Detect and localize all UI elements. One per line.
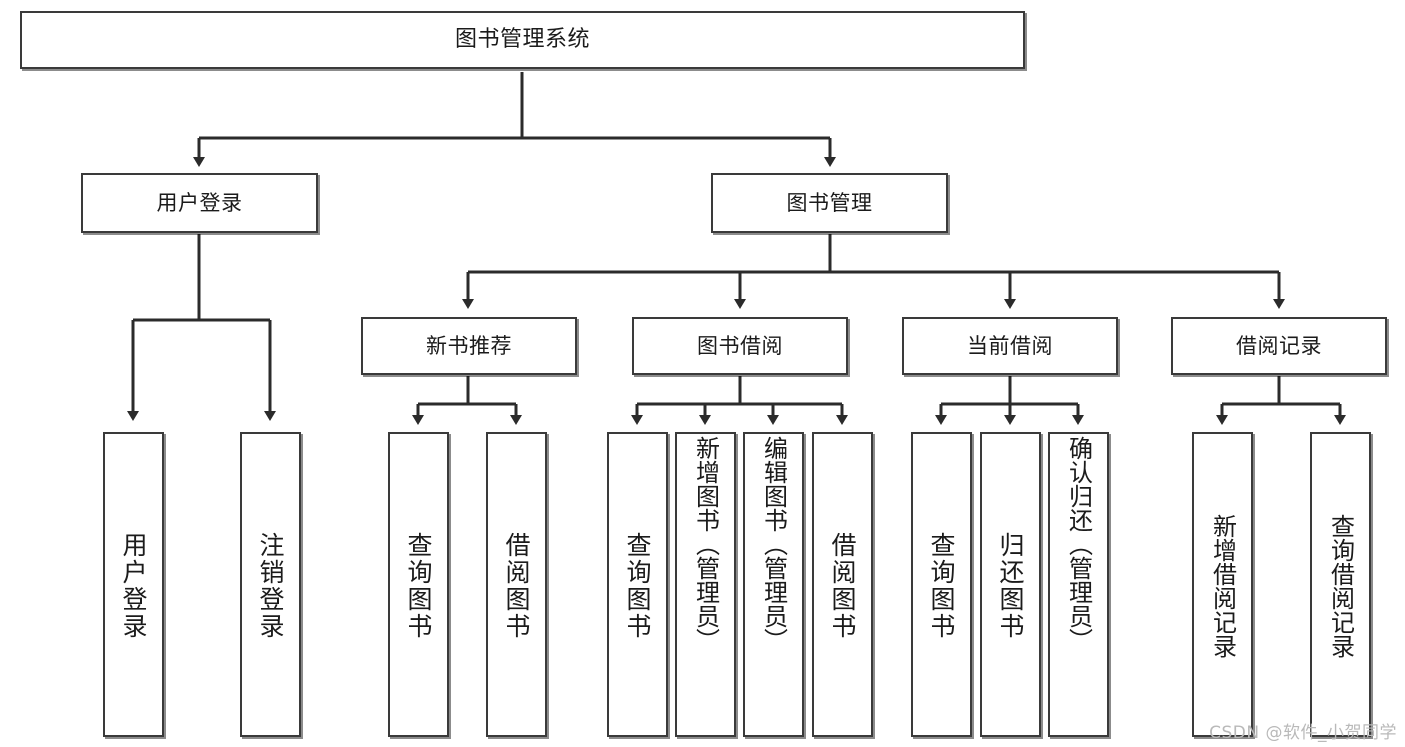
leaf-borrow-query-book-label: 查询图书 [623, 531, 652, 640]
leaf-newbook-query-book[interactable]: 查询图书 [388, 432, 449, 737]
leaf-user-login-label: 用户登录 [119, 531, 148, 640]
node-user-login[interactable]: 用户登录 [81, 173, 318, 233]
node-book-management[interactable]: 图书管理 [711, 173, 948, 233]
leaf-current-query-book-label: 查询图书 [927, 531, 956, 640]
leaf-newbook-borrow-book[interactable]: 借阅图书 [486, 432, 547, 737]
leaf-newbook-query-book-label: 查询图书 [404, 531, 433, 640]
node-root-label: 图书管理系统 [454, 27, 590, 53]
node-book-borrow[interactable]: 图书借阅 [632, 317, 848, 375]
node-new-book-recommend[interactable]: 新书推荐 [361, 317, 577, 375]
leaf-newbook-borrow-book-label: 借阅图书 [502, 531, 531, 640]
leaf-current-query-book[interactable]: 查询图书 [911, 432, 972, 737]
node-current-borrow[interactable]: 当前借阅 [902, 317, 1118, 375]
node-root[interactable]: 图书管理系统 [20, 11, 1025, 69]
leaf-current-confirm-return-label: 确认归还（管理员） [1064, 436, 1093, 652]
leaf-user-logout-label: 注销登录 [256, 531, 285, 640]
leaf-record-add-record[interactable]: 新增借阅记录 [1192, 432, 1253, 737]
leaf-record-add-record-label: 新增借阅记录 [1208, 513, 1237, 658]
leaf-current-confirm-return[interactable]: 确认归还（管理员） [1048, 432, 1109, 737]
node-borrow-record-label: 借阅记录 [1236, 333, 1322, 358]
leaf-borrow-borrow-book[interactable]: 借阅图书 [812, 432, 873, 737]
leaf-borrow-edit-book-label: 编辑图书（管理员） [759, 436, 788, 652]
node-current-borrow-label: 当前借阅 [967, 333, 1053, 358]
leaf-user-login[interactable]: 用户登录 [103, 432, 164, 737]
leaf-record-query-record-label: 查询借阅记录 [1326, 513, 1355, 658]
node-new-book-recommend-label: 新书推荐 [426, 333, 512, 358]
leaf-borrow-add-book[interactable]: 新增图书（管理员） [675, 432, 736, 737]
watermark: CSDN @软件_小贺同学 [1209, 723, 1397, 743]
leaf-borrow-query-book[interactable]: 查询图书 [607, 432, 668, 737]
leaf-borrow-edit-book[interactable]: 编辑图书（管理员） [743, 432, 804, 737]
node-book-borrow-label: 图书借阅 [697, 333, 783, 358]
leaf-borrow-add-book-label: 新增图书（管理员） [691, 436, 720, 652]
node-book-management-label: 图书管理 [786, 190, 873, 215]
leaf-current-return-book-label: 归还图书 [996, 531, 1025, 640]
leaf-borrow-borrow-book-label: 借阅图书 [828, 531, 857, 640]
leaf-record-query-record[interactable]: 查询借阅记录 [1310, 432, 1371, 737]
leaf-current-return-book[interactable]: 归还图书 [980, 432, 1041, 737]
leaf-user-logout[interactable]: 注销登录 [240, 432, 301, 737]
node-user-login-label: 用户登录 [156, 190, 243, 215]
node-borrow-record[interactable]: 借阅记录 [1171, 317, 1387, 375]
